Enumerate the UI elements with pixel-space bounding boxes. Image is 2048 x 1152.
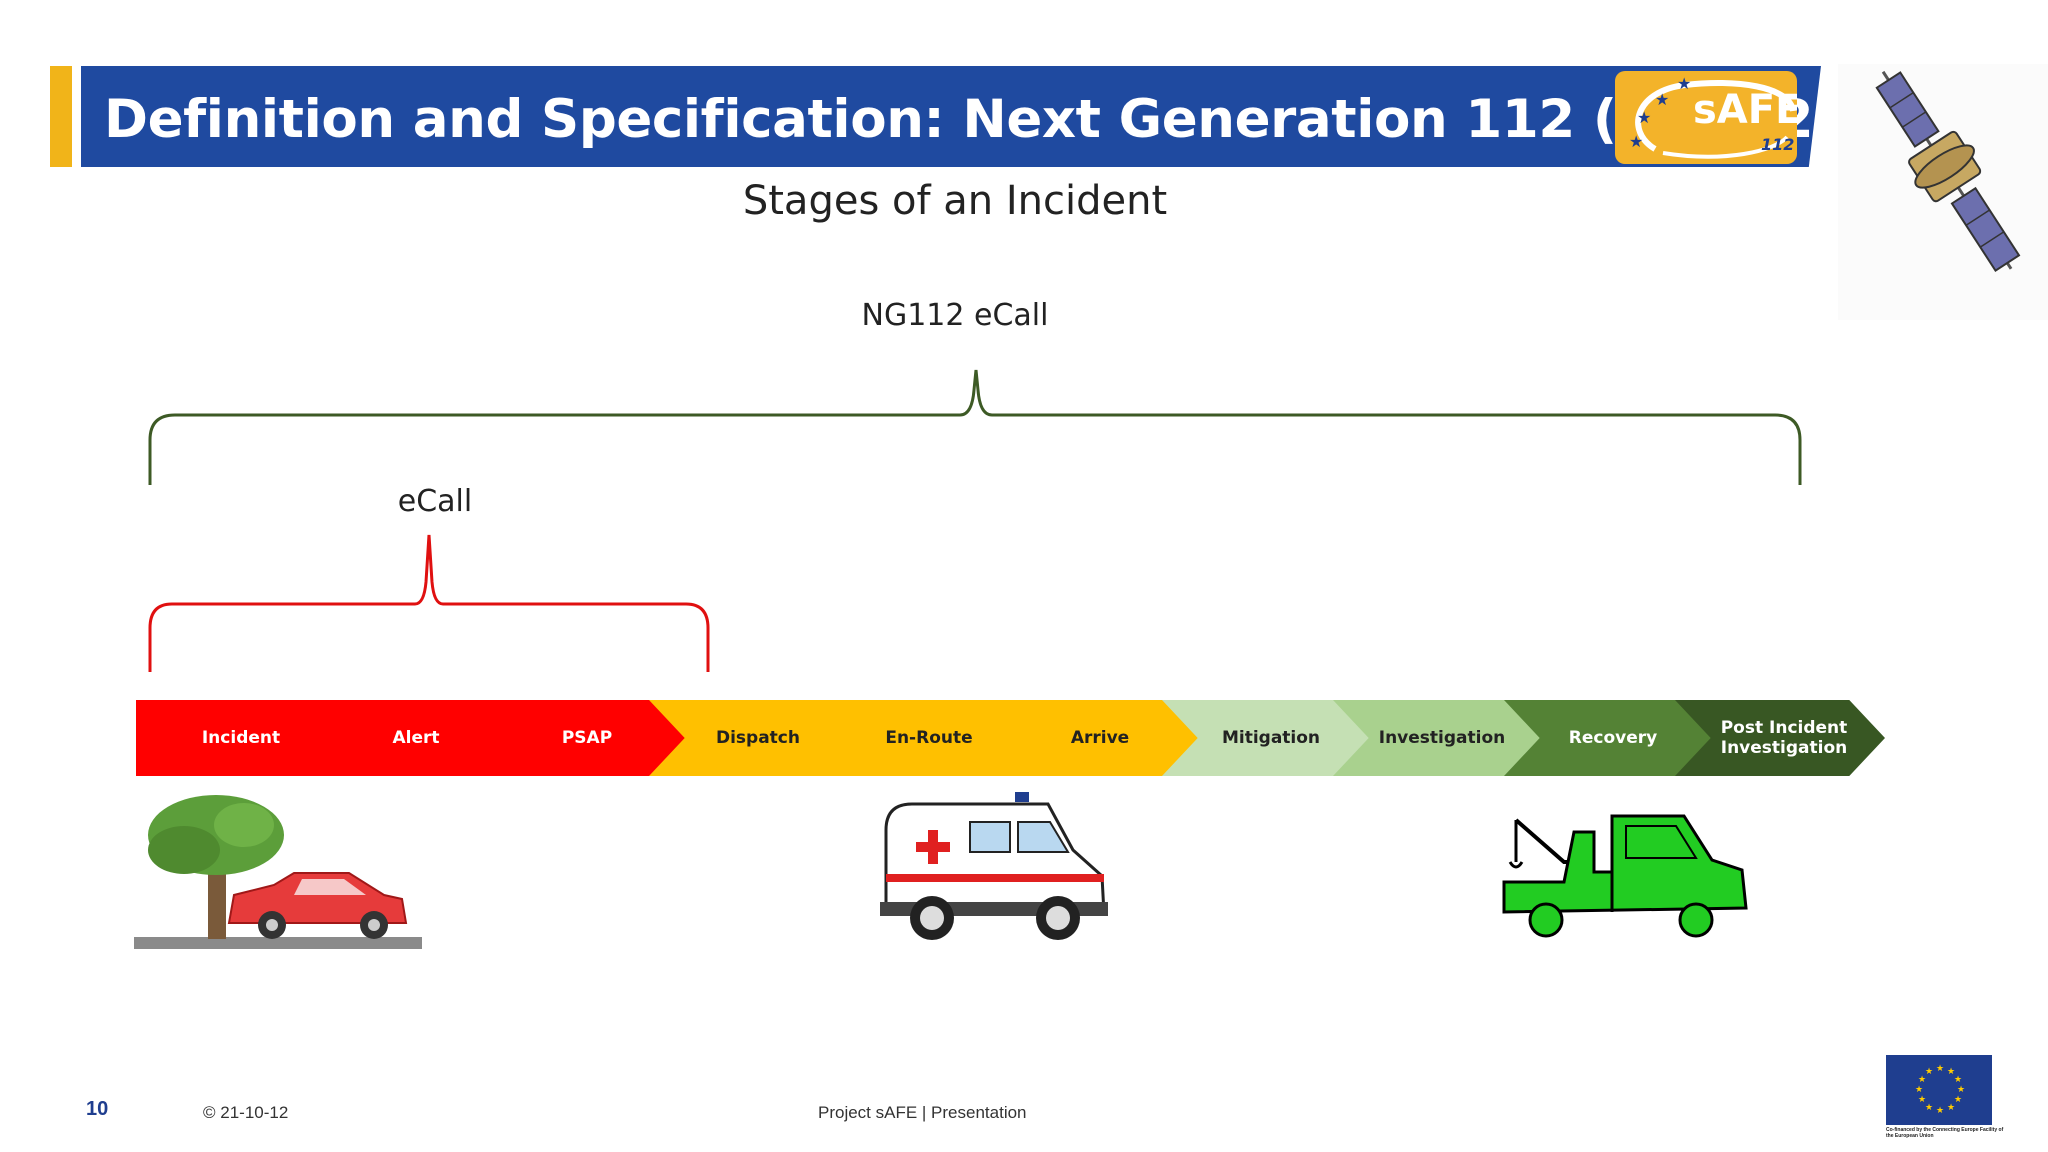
car-crash-tree bbox=[134, 795, 424, 955]
svg-text:★: ★ bbox=[1915, 1084, 1923, 1094]
svg-text:★: ★ bbox=[1947, 1066, 1955, 1076]
tow-truck bbox=[1494, 802, 1756, 942]
ng112-ecall-label: NG112 eCall bbox=[861, 298, 1049, 333]
eu-caption: Co-financed by the Connecting Europe Fac… bbox=[1886, 1127, 2004, 1139]
logo-number: 112 bbox=[1761, 135, 1795, 154]
stage-incident: Incident bbox=[136, 700, 346, 776]
svg-text:★: ★ bbox=[1954, 1094, 1962, 1104]
satellite-icon bbox=[1838, 64, 2048, 320]
svg-text:★: ★ bbox=[1954, 1074, 1962, 1084]
ambulance bbox=[878, 790, 1113, 950]
title-bar bbox=[81, 66, 1821, 167]
title-accent-bar bbox=[50, 66, 72, 167]
svg-text:★: ★ bbox=[1925, 1102, 1933, 1112]
svg-text:★: ★ bbox=[1925, 1066, 1933, 1076]
svg-text:★: ★ bbox=[1629, 134, 1643, 151]
svg-text:★: ★ bbox=[1936, 1105, 1944, 1115]
page-number: 10 bbox=[86, 1098, 109, 1120]
svg-text:★: ★ bbox=[1677, 76, 1691, 93]
svg-text:★: ★ bbox=[1918, 1094, 1926, 1104]
slide-subtitle: Stages of an Incident bbox=[742, 178, 1168, 224]
footer-date: © 21-10-12 bbox=[203, 1103, 289, 1122]
svg-text:★: ★ bbox=[1947, 1102, 1955, 1112]
svg-text:★: ★ bbox=[1957, 1084, 1965, 1094]
ng112-brace bbox=[148, 369, 1802, 485]
footer-project: Project sAFE | Presentation bbox=[818, 1103, 1027, 1122]
svg-text:★: ★ bbox=[1918, 1074, 1926, 1084]
logo-swoosh-icon: ★ ★ ★ ★ bbox=[1629, 76, 1796, 159]
logo-word: sAFE bbox=[1693, 87, 1797, 133]
ecall-label: eCall bbox=[397, 484, 473, 519]
svg-text:★: ★ bbox=[1936, 1063, 1944, 1073]
ecall-brace bbox=[148, 534, 710, 672]
svg-text:★: ★ bbox=[1637, 110, 1651, 127]
page-title: Definition and Specification: Next Gener… bbox=[104, 89, 1838, 150]
eu-flag-icon: ★★★ ★★★ ★★★ ★★★ bbox=[1886, 1055, 1992, 1125]
safe-logo: ★ ★ ★ ★ sAFE 112 bbox=[1615, 71, 1797, 164]
svg-text:★: ★ bbox=[1655, 92, 1669, 109]
stage-timeline: Incident Alert PSAP Dispatch En-Route Ar… bbox=[136, 700, 1885, 776]
